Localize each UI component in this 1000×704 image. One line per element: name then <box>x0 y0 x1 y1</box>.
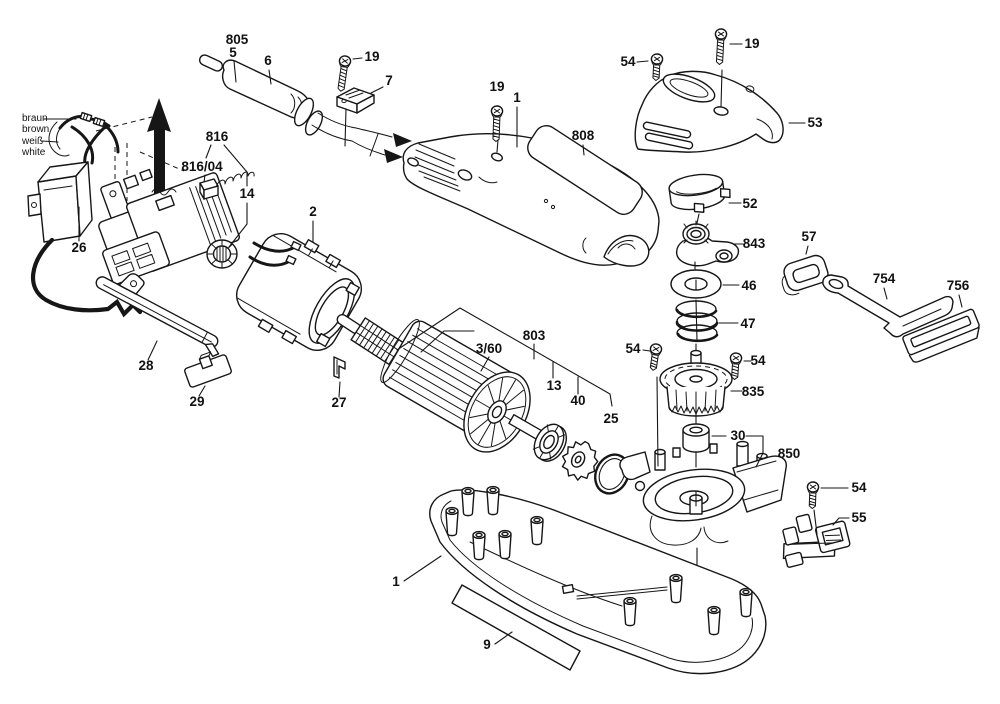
ring-25 <box>594 453 630 495</box>
part-label-7: 7 <box>385 73 393 88</box>
part-label-54-left: 54 <box>625 341 641 356</box>
bushing-30 <box>682 423 710 453</box>
part-labels: 805 5 6 19 7 816 816/04 14 26 2 28 29 27… <box>71 32 969 652</box>
part-label-816-04: 816/04 <box>181 159 223 174</box>
clip-27 <box>333 356 346 379</box>
sticker-9 <box>451 584 581 671</box>
clamp-55 <box>782 513 851 568</box>
gear-housing-850 <box>619 440 787 546</box>
wire-label-braun: braun <box>22 113 48 124</box>
part-label-805: 805 <box>226 32 249 47</box>
part-label-55: 55 <box>851 510 867 525</box>
rear-cover-53 <box>634 70 784 153</box>
part-label-850: 850 <box>778 446 801 461</box>
power-cord <box>198 54 412 163</box>
part-label-30: 30 <box>730 428 745 443</box>
part-label-803: 803 <box>523 328 546 343</box>
part-label-53: 53 <box>807 115 823 130</box>
wire-label-white: white <box>21 147 46 158</box>
cord-clamp <box>336 87 375 114</box>
wire-label-brown: brown <box>22 124 49 135</box>
screw-54-bottom <box>805 481 820 510</box>
part-label-54-right: 54 <box>750 353 766 368</box>
part-label-808: 808 <box>572 128 595 143</box>
part-label-54-top: 54 <box>620 54 636 69</box>
part-label-57: 57 <box>801 229 816 244</box>
part-label-29: 29 <box>189 394 204 409</box>
part-label-27: 27 <box>331 395 346 410</box>
stator-wires <box>248 241 297 267</box>
part-label-2: 2 <box>309 204 317 219</box>
part-label-1-base: 1 <box>392 574 400 589</box>
part-label-47: 47 <box>740 316 755 331</box>
callout-lines <box>41 43 963 645</box>
part-label-756: 756 <box>947 278 970 293</box>
screw-19-cord-clamp <box>334 54 352 93</box>
label-sticker-808 <box>527 125 643 215</box>
bumper-57 <box>781 254 829 296</box>
bearing-13 <box>532 423 568 462</box>
part-label-25: 25 <box>603 411 619 426</box>
base-housing <box>429 485 767 675</box>
wire-color-labels: braun brown weiß white <box>21 113 49 158</box>
part-label-52: 52 <box>742 196 757 211</box>
part-label-19-b: 19 <box>489 79 504 94</box>
part-label-816: 816 <box>206 129 229 144</box>
screw-19-rear-cover <box>713 28 728 66</box>
part-label-40: 40 <box>570 393 585 408</box>
part-label-46: 46 <box>741 278 757 293</box>
part-label-19-a: 19 <box>364 49 379 64</box>
part-label-1-top: 1 <box>513 90 521 105</box>
part-label-843: 843 <box>743 236 766 251</box>
wire-end <box>393 133 412 147</box>
part-label-5: 5 <box>229 45 237 60</box>
wire-label-weiss: weiß <box>21 136 43 147</box>
suppressor-26 <box>27 161 93 243</box>
part-label-754: 754 <box>873 271 896 286</box>
part-label-835: 835 <box>742 384 765 399</box>
direction-arrow-icon <box>147 98 171 212</box>
part-label-28: 28 <box>138 358 154 373</box>
part-label-26: 26 <box>71 240 87 255</box>
part-label-3-60: 3/60 <box>476 341 502 356</box>
part-label-6: 6 <box>264 53 272 68</box>
plate-29 <box>184 351 232 388</box>
wiring-terminals <box>48 111 185 205</box>
gear-835 <box>659 349 733 417</box>
suppressor-cable <box>30 237 143 318</box>
holder-28 <box>95 273 220 358</box>
knob-52 <box>668 173 731 213</box>
wire-end <box>384 149 403 163</box>
screw-54-top <box>649 53 664 82</box>
screw-54-left <box>646 342 663 372</box>
part-label-54-bottom: 54 <box>851 480 867 495</box>
part-label-14: 14 <box>239 186 255 201</box>
lever-843 <box>675 220 740 267</box>
armature <box>336 313 547 453</box>
part-label-9: 9 <box>483 637 491 652</box>
part-label-19-c: 19 <box>744 36 759 51</box>
bushing-ring <box>206 239 238 269</box>
field-stator <box>235 233 363 351</box>
part-label-13: 13 <box>546 378 562 393</box>
insert-756 <box>902 308 980 363</box>
bracket-754 <box>822 274 954 338</box>
pinion-40 <box>561 440 599 481</box>
